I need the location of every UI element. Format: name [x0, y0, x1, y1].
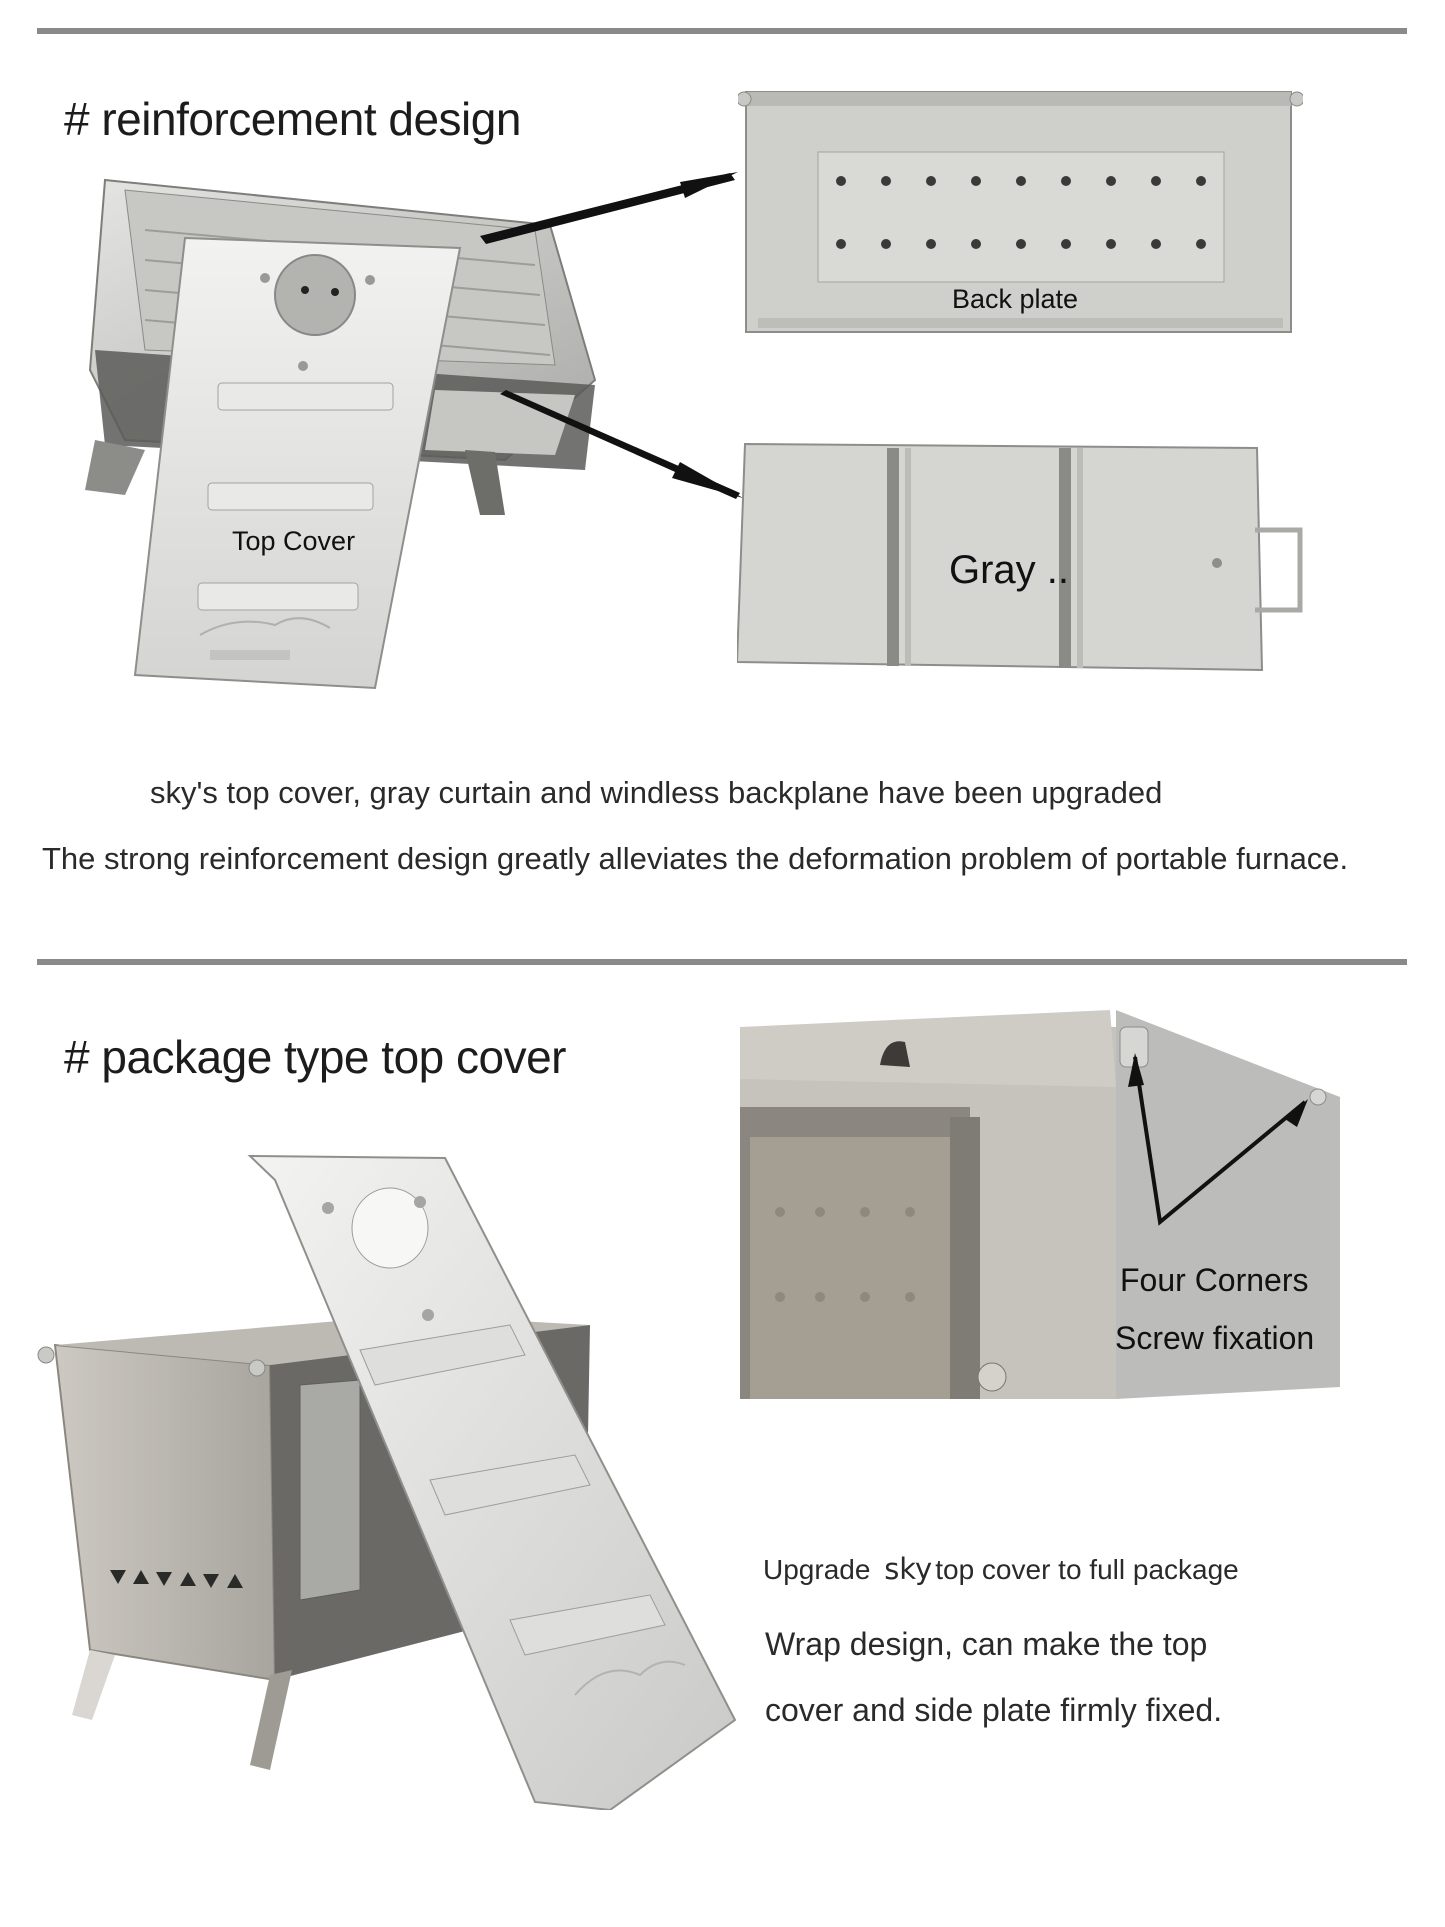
back-plate-label: Back plate — [952, 284, 1079, 314]
top-cover-label: Top Cover — [232, 526, 356, 556]
arrow-to-gray-curtain-icon — [500, 390, 743, 499]
package-caption-line2: Wrap design, can make the top — [765, 1626, 1208, 1662]
arrow-to-back-plate-icon — [480, 172, 738, 244]
reinforcement-caption-line1: sky's top cover, gray curtain and windle… — [150, 775, 1163, 810]
stove-top-cover-photo: Top Cover — [85, 170, 625, 695]
gray-curtain-photo: Gray .. — [737, 440, 1309, 682]
back-plate-photo: Back plate — [738, 86, 1303, 338]
section-divider-top — [37, 28, 1407, 34]
four-corners-label: Four Corners — [1120, 1262, 1309, 1298]
section-title-package: # package type top cover — [64, 1031, 567, 1083]
screw-fixation-label: Screw fixation — [1115, 1320, 1315, 1356]
caption-line1-rest: top cover to full package — [935, 1554, 1239, 1585]
section-title-reinforcement: # reinforcement design — [64, 93, 521, 145]
stove-package-cover-photo — [30, 1150, 740, 1810]
gray-curtain-label: Gray .. — [949, 548, 1070, 592]
caption-brand-sky: sky — [884, 1552, 933, 1586]
section-divider-middle — [37, 959, 1407, 965]
package-caption-line3: cover and side plate firmly fixed. — [765, 1692, 1223, 1728]
caption-upgrade-text: Upgrade — [763, 1554, 871, 1585]
corner-screw-detail-photo: Four Corners Screw fixation — [740, 1007, 1340, 1399]
reinforcement-caption-line2: The strong reinforcement design greatly … — [42, 841, 1349, 876]
